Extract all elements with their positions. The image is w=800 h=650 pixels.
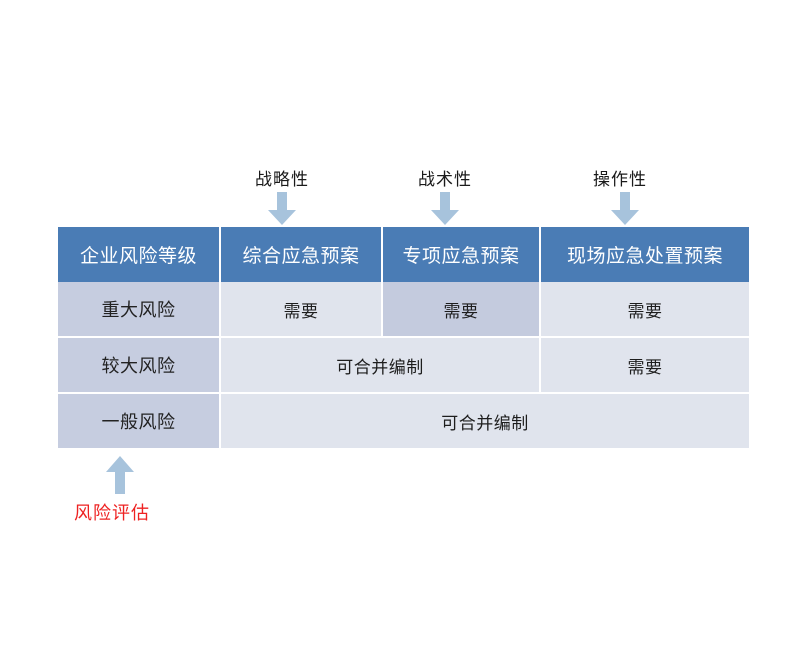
row-header-large-risk: 较大风险	[58, 337, 221, 394]
cell-general-merged-plan: 可合并编制	[220, 393, 749, 448]
annotation-label-tactical: 战术性	[418, 170, 472, 190]
caption-risk-assessment: 风险评估	[74, 503, 150, 524]
arrow-down-icon-strategic	[268, 192, 296, 225]
cell-large-merged-plan: 可合并编制	[220, 337, 541, 394]
column-header-onsite-plan: 现场应急处置预案	[540, 227, 749, 282]
annotation-label-operational: 操作性	[593, 170, 647, 190]
row-header-general-risk: 一般风险	[58, 393, 221, 448]
table-row: 重大风险 需要 需要 需要	[58, 282, 749, 338]
arrow-down-icon-operational	[611, 192, 639, 225]
cell-large-onsite: 需要	[540, 337, 749, 394]
arrow-up-icon-risk-assessment	[106, 456, 134, 494]
risk-plan-matrix-table: 企业风险等级 综合应急预案 专项应急预案 现场应急处置预案 重大风险 需要 需要…	[58, 227, 749, 448]
arrow-down-icon-tactical	[431, 192, 459, 225]
cell-major-comprehensive: 需要	[220, 282, 383, 338]
table-row: 较大风险 可合并编制 需要	[58, 337, 749, 394]
column-header-special-plan: 专项应急预案	[382, 227, 541, 282]
column-header-comprehensive-plan: 综合应急预案	[220, 227, 383, 282]
column-header-risk-level: 企业风险等级	[58, 227, 221, 282]
table-header-row: 企业风险等级 综合应急预案 专项应急预案 现场应急处置预案	[58, 227, 749, 282]
cell-major-special: 需要	[382, 282, 541, 338]
table-row: 一般风险 可合并编制	[58, 393, 749, 448]
annotation-label-strategic: 战略性	[255, 170, 309, 190]
row-header-major-risk: 重大风险	[58, 282, 221, 338]
cell-major-onsite: 需要	[540, 282, 749, 338]
